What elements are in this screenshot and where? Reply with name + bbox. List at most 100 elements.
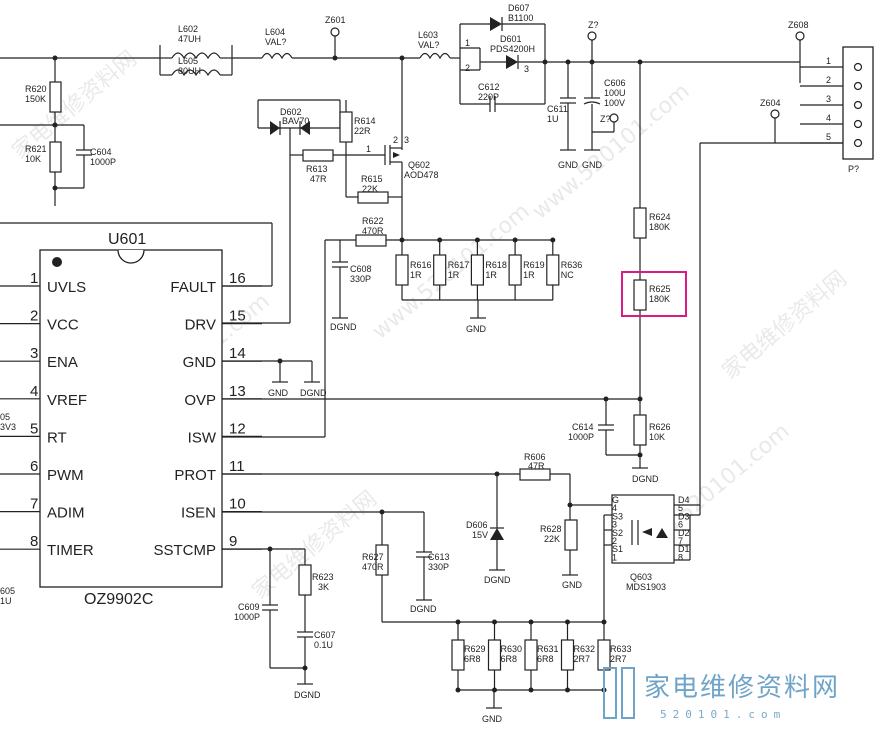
svg-text:1: 1 — [366, 144, 371, 154]
logo-url: 520101.com — [660, 708, 786, 721]
svg-text:47R: 47R — [310, 174, 327, 184]
svg-text:3V3: 3V3 — [0, 422, 16, 432]
svg-text:47R: 47R — [528, 461, 545, 471]
svg-text:1R: 1R — [485, 270, 497, 280]
svg-text:S3: S3 — [612, 511, 623, 521]
svg-text:D3: D3 — [678, 511, 690, 521]
svg-text:1: 1 — [465, 38, 470, 48]
svg-text:1U: 1U — [0, 596, 12, 606]
inductors-l602-l605: L602 47UH L605 80UH L604 VAL? — [159, 24, 420, 77]
resistor-r619 — [508, 254, 522, 286]
pin14-ground: GND DGND — [222, 358, 327, 398]
svg-text:1000P: 1000P — [568, 432, 594, 442]
connector-pin[interactable] — [853, 100, 863, 110]
svg-text:Q602: Q602 — [408, 160, 430, 170]
ic-pin-number: 3 — [30, 345, 38, 362]
resistor-r616 — [395, 254, 409, 286]
connector-pin[interactable] — [853, 81, 863, 91]
resistor-r629 — [451, 639, 465, 671]
svg-text:8: 8 — [678, 552, 683, 562]
ic-part: OZ9902C — [84, 591, 153, 608]
connector-pin[interactable] — [853, 119, 863, 129]
svg-text:R628: R628 — [540, 524, 562, 534]
svg-text:1R: 1R — [410, 270, 422, 280]
resistor-r617 — [433, 254, 447, 286]
ic-pin-name: TIMER — [47, 542, 94, 559]
resistor-r630 — [487, 639, 502, 671]
svg-text:L605: L605 — [178, 56, 198, 66]
svg-text:C607: C607 — [314, 630, 336, 640]
svg-text:1R: 1R — [523, 270, 535, 280]
watermark-cn: 家电维修资料网 — [718, 266, 852, 384]
svg-text:DGND: DGND — [330, 322, 357, 332]
svg-text:R633: R633 — [610, 644, 632, 654]
svg-text:R613: R613 — [306, 164, 328, 174]
svg-text:100V: 100V — [604, 98, 625, 108]
label-r621-ref: R621 — [25, 144, 47, 154]
ic-u601[interactable]: U601 OZ9902C 1UVLS2VCC3ENA4VREF5RT6PWM7A… — [0, 231, 262, 608]
svg-text:Z608: Z608 — [788, 20, 809, 30]
svg-text:22K: 22K — [362, 184, 378, 194]
svg-text:Q603: Q603 — [630, 572, 652, 582]
protection-stage: R606 47R D606 15V DGND R628 22K GND G4 — [222, 452, 700, 622]
svg-text:Z601: Z601 — [325, 15, 346, 25]
svg-text:180K: 180K — [649, 222, 670, 232]
svg-text:6: 6 — [678, 520, 683, 530]
ic-pin-number: 10 — [229, 496, 246, 513]
svg-text:R631: R631 — [537, 644, 559, 654]
svg-text:PDS4200H: PDS4200H — [490, 44, 535, 54]
ic-ref: U601 — [108, 231, 146, 248]
svg-text:C612: C612 — [478, 82, 500, 92]
svg-text:D602: D602 — [280, 107, 302, 117]
svg-text:D606: D606 — [466, 520, 488, 530]
ic-pin-name: SSTCMP — [153, 542, 216, 559]
svg-text:2: 2 — [465, 63, 470, 73]
svg-text:D1: D1 — [678, 544, 690, 554]
svg-text:GND: GND — [466, 324, 487, 334]
svg-text:MDS1903: MDS1903 — [626, 582, 666, 592]
svg-text:Z?: Z? — [600, 114, 611, 124]
ic-pin-name: UVLS — [47, 279, 86, 296]
svg-text:S1: S1 — [612, 544, 623, 554]
svg-text:Z?: Z? — [588, 20, 599, 30]
svg-text:L604: L604 — [265, 27, 285, 37]
ic-pin-name: RT — [47, 429, 67, 446]
svg-text:R619: R619 — [523, 260, 545, 270]
svg-text:10K: 10K — [649, 432, 665, 442]
svg-text:470R: 470R — [362, 562, 384, 572]
svg-text:R625: R625 — [649, 284, 671, 294]
ic-pin-number: 16 — [229, 270, 246, 287]
connector-pin-number: 3 — [826, 94, 831, 104]
divider-network: R620 150K R621 10K C604 1000P — [0, 55, 160, 206]
svg-text:1U: 1U — [547, 114, 559, 124]
svg-text:AOD478: AOD478 — [404, 170, 439, 180]
testpoint-z601[interactable]: Z601 — [325, 15, 346, 61]
svg-text:GND: GND — [558, 160, 579, 170]
svg-text:S2: S2 — [612, 528, 623, 538]
svg-text:5: 5 — [678, 503, 683, 513]
svg-text:R626: R626 — [649, 422, 671, 432]
svg-text:GND: GND — [482, 714, 503, 724]
svg-text:100U: 100U — [604, 88, 626, 98]
svg-text:605: 605 — [0, 586, 15, 596]
svg-text:P?: P? — [848, 164, 859, 174]
driver-stage: D602 BAV70 R614 22R R613 47R Q602 AOD478… — [0, 99, 439, 324]
output-caps: C611 1U Z? C606 100U 100V Z? GND GND — [547, 20, 626, 170]
connector-pin[interactable] — [853, 62, 863, 72]
svg-text:2R7: 2R7 — [574, 654, 591, 664]
ic-pin-number: 1 — [30, 270, 38, 287]
label-r620-val: 150K — [25, 94, 46, 104]
resistor-r636 — [546, 254, 560, 286]
svg-text:DGND: DGND — [484, 575, 511, 585]
connector-pin[interactable] — [853, 138, 863, 148]
svg-text:D607: D607 — [508, 3, 530, 13]
svg-text:R622: R622 — [362, 216, 384, 226]
output-diodes: L603 VAL? D607 B1100 1 2 3 D601 PDS4200H… — [399, 3, 800, 150]
ic-pin-number: 14 — [229, 345, 246, 362]
ic-pin-number: 4 — [30, 383, 38, 400]
logo-text: 家电维修资料网 — [644, 673, 840, 703]
resistor-r633 — [597, 639, 611, 671]
logo-icon — [603, 667, 635, 719]
svg-text:DGND: DGND — [410, 604, 437, 614]
